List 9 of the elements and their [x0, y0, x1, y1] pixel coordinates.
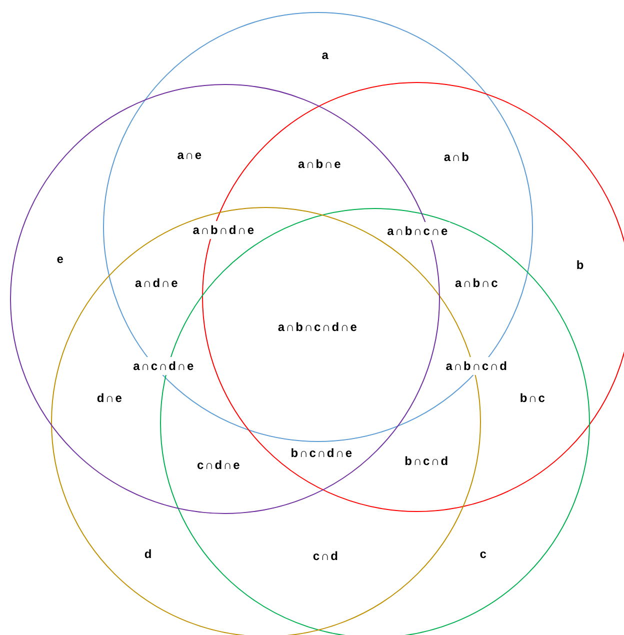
intersection-label: a∩b∩c∩d	[444, 357, 510, 375]
set-label: c	[480, 546, 488, 563]
set-label: b	[576, 257, 586, 274]
set-label: d	[144, 546, 154, 563]
set-label: e	[56, 251, 66, 268]
set-label: a	[322, 47, 330, 64]
intersection-label: a∩b∩c∩e	[386, 222, 450, 240]
intersection-label: a∩b∩d∩e	[192, 221, 256, 239]
intersection-label: a∩c∩d∩e	[132, 357, 196, 375]
